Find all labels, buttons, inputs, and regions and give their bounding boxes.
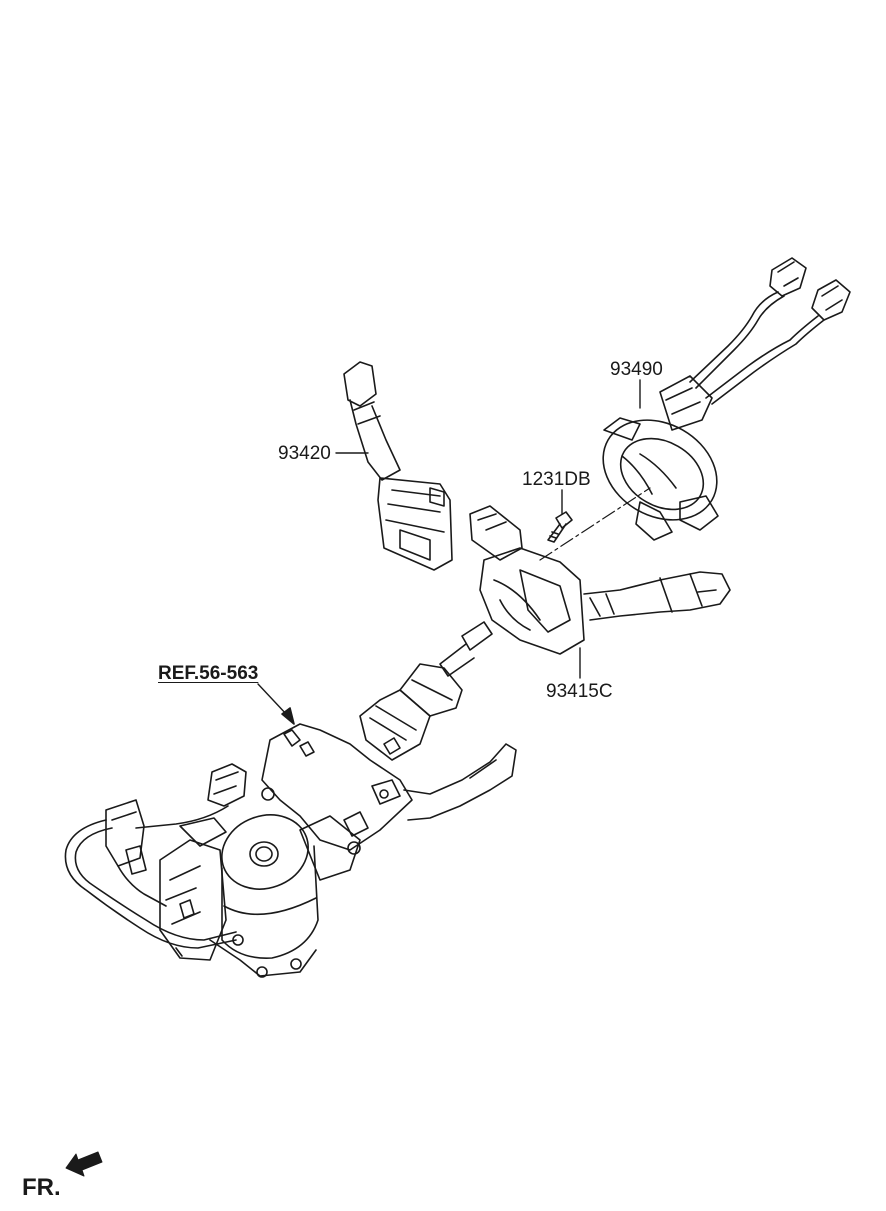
wiring-harness (64, 763, 247, 949)
front-label: FR. (22, 1174, 61, 1201)
front-direction-arrow-icon (65, 1151, 103, 1177)
clock-spring-assembly (602, 257, 851, 541)
steering-column (261, 621, 517, 881)
reference-arrow (257, 683, 295, 725)
multifunction-switch (343, 361, 453, 571)
alignment-line (539, 487, 651, 561)
screw (547, 511, 573, 543)
callout-93490: 93490 (610, 359, 663, 380)
eps-motor (159, 814, 319, 978)
callout-93420: 93420 (278, 443, 331, 464)
leader-lines (335, 379, 641, 679)
combination-switch (469, 505, 731, 655)
callout-93415c: 93415C (546, 681, 613, 702)
callout-1231db: 1231DB (522, 469, 591, 490)
callout-ref-56-563: REF.56-563 (158, 663, 259, 684)
